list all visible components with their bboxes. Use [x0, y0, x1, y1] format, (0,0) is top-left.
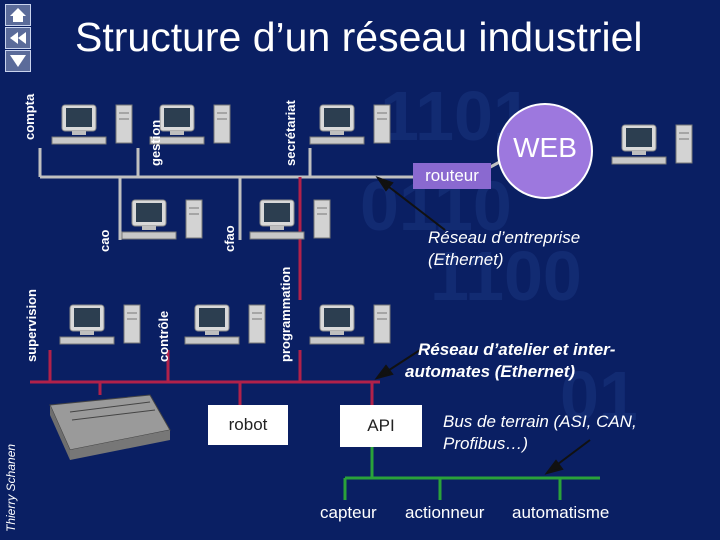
down-nav-button[interactable] [5, 50, 31, 72]
robot-box: robot [208, 405, 288, 445]
router-box: routeur [413, 163, 491, 189]
field-device-actionneur: actionneur [405, 503, 485, 522]
api-label: API [367, 416, 395, 435]
rewind-icon [10, 32, 26, 44]
web-label: WEB [513, 132, 577, 163]
label-secretariat: secrétariat [283, 100, 298, 166]
label-compta: compta [22, 93, 37, 140]
router-label: routeur [425, 166, 479, 185]
label-programmation: programmation [278, 266, 293, 362]
robot-label: robot [228, 415, 268, 434]
field-bus-label-line2: Profibus…) [443, 434, 529, 453]
down-triangle-icon [10, 55, 26, 67]
label-supervision: supervision [24, 289, 39, 362]
label-controle: contrôle [156, 310, 171, 362]
field-device-automatisme: automatisme [512, 503, 610, 522]
label-gestion: gestion [148, 119, 163, 166]
api-box: API [340, 405, 422, 447]
workshop-network-label-line2: automates (Ethernet) [405, 362, 576, 381]
enterprise-network-label-line2: (Ethernet) [428, 250, 504, 269]
label-cfao: cfao [222, 225, 237, 252]
enterprise-network-lines [38, 148, 472, 240]
plc-device-icon [49, 394, 171, 460]
home-icon [10, 8, 26, 22]
workshop-network-label-line1: Réseau d’atelier et inter- [418, 340, 616, 359]
enterprise-network-label-line1: Réseau d’entreprise [428, 228, 581, 247]
label-cao: cao [97, 229, 112, 252]
annotation-arrows [374, 176, 591, 475]
svg-text:01: 01 [560, 357, 638, 435]
field-device-capteur: capteur [320, 503, 377, 522]
back-nav-button[interactable] [5, 27, 31, 49]
web-bubble: WEB [497, 103, 593, 199]
field-bus-label-line1: Bus de terrain (ASI, CAN, [443, 412, 637, 431]
home-nav-button[interactable] [5, 4, 31, 26]
workshop-network-lines [30, 177, 380, 405]
svg-text:1100: 1100 [430, 237, 582, 315]
field-bus-lines [343, 446, 600, 500]
author-credit: Thierry Schanen [4, 443, 18, 532]
slide-title: Structure d’un réseau industriel [75, 14, 643, 60]
